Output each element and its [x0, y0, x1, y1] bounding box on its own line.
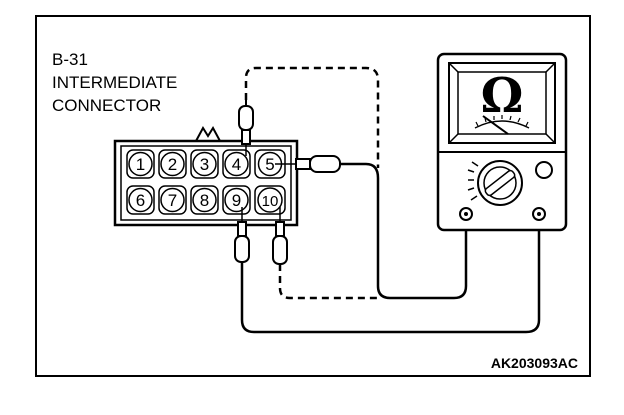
pin-label: 8	[200, 191, 209, 210]
pin-label: 1	[136, 155, 145, 174]
zero-adjust-knob	[535, 161, 553, 179]
pin-cavity: 6	[126, 185, 155, 215]
pin-cavity: 10	[254, 185, 286, 215]
pin-label: 4	[232, 155, 241, 174]
connector-id: B-31	[52, 50, 88, 69]
ohm-symbol: Ω	[481, 68, 524, 124]
lead-pin5-to-meter	[340, 162, 468, 300]
pin-cavity: 4	[222, 149, 251, 179]
pin-cavity: 1	[126, 149, 155, 179]
probe-pin5	[275, 155, 341, 173]
pin-cavity: 9	[222, 185, 251, 215]
pin-cavity: 7	[158, 185, 187, 215]
pin-label: 9	[232, 191, 241, 210]
alternate-wires-dashed	[244, 66, 380, 300]
probe-pin4	[238, 100, 254, 156]
connector-latch	[195, 126, 221, 142]
connector-label: B-31 INTERMEDIATE CONNECTOR	[52, 50, 177, 115]
connector-inner	[120, 145, 292, 221]
dashed-wire-pin10	[278, 264, 378, 300]
test-leads-solid	[240, 162, 541, 334]
pin-cavity: 2	[158, 149, 187, 179]
pin-label: 2	[168, 155, 177, 174]
probe-pin10	[272, 207, 288, 265]
meter-terminal-com	[459, 207, 473, 221]
connector-type-line1: INTERMEDIATE	[52, 73, 177, 92]
pin-label: 10	[262, 193, 279, 210]
pin-cavity: 5	[254, 149, 286, 179]
pin-cavity: 3	[190, 149, 219, 179]
pin-label: 3	[200, 155, 209, 174]
figure-code: AK203093AC	[491, 355, 578, 371]
pin-cavity: 8	[190, 185, 219, 215]
meter-terminal-ohm	[532, 207, 546, 221]
meter-needle	[482, 115, 509, 135]
lead-pin9-to-meter	[240, 214, 541, 334]
pin-label: 5	[265, 155, 274, 174]
range-selector-knob	[467, 160, 523, 206]
connector-pins: 1 2 3 4 5 6 7	[126, 149, 286, 215]
meter-scale	[474, 120, 530, 129]
ohmmeter: Ω	[436, 52, 568, 232]
pin-label: 6	[136, 191, 145, 210]
pin-label: 7	[168, 191, 177, 210]
connector-type-line2: CONNECTOR	[52, 96, 161, 115]
dashed-wire-pin4	[244, 66, 380, 168]
figure-frame	[35, 15, 591, 377]
